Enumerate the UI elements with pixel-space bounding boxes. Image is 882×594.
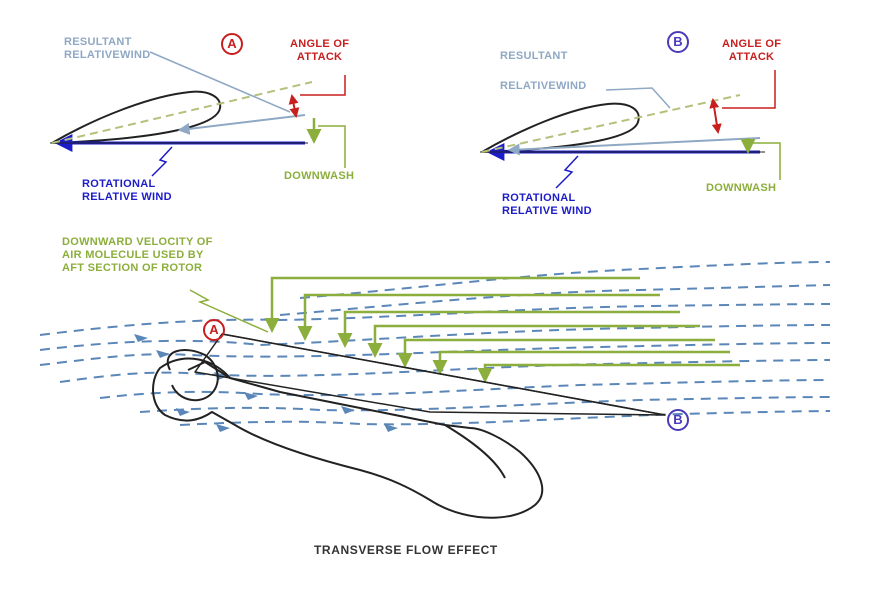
- velocity-arrow: [367, 324, 700, 358]
- velocity-leader: [189, 289, 269, 333]
- marker-a-circle: [221, 33, 243, 55]
- velocity-arrows: [264, 276, 740, 383]
- flow-arrowhead: [384, 424, 398, 432]
- helicopter-boom: [187, 361, 231, 379]
- downwash-label-a: DOWNWASH: [284, 170, 355, 182]
- rotational-wind-label-a: ROTATIONAL RELATIVE WIND: [82, 178, 172, 204]
- rotor-and-helicopter: [152, 333, 666, 519]
- downwash-leader-b: [752, 142, 781, 180]
- aoa-label-b-line1: ANGLE OF: [722, 38, 782, 50]
- airflow-line: [39, 303, 831, 336]
- airflow-line: [99, 379, 831, 399]
- aoa-label-a-line1: ANGLE OF: [290, 38, 350, 50]
- velocity-arrow: [397, 338, 715, 368]
- helicopter-tail-rotor: [166, 349, 219, 402]
- aoa-label-a-line2: ATTACK: [296, 51, 343, 63]
- flow-arrowhead: [134, 334, 148, 342]
- helicopter-cabin-line: [444, 424, 506, 479]
- rotor-marker-b: B: [673, 412, 683, 427]
- resultant-wind-arrow-b: [507, 137, 761, 156]
- flow-arrowhead: [176, 408, 190, 416]
- diagram-caption: TRANSVERSE FLOW EFFECT: [314, 543, 498, 557]
- airflow-arrowheads: [134, 334, 398, 432]
- airflow-line: [179, 410, 831, 426]
- aoa-arrow-b: [709, 98, 722, 134]
- chord-extension-b: [481, 94, 741, 153]
- velocity-label-line3: AFT SECTION OF ROTOR: [62, 262, 203, 274]
- marker-b: B: [673, 34, 683, 49]
- resultant-leader-b: [605, 87, 671, 109]
- downwash-label-b: DOWNWASH: [706, 182, 777, 194]
- airfoil-a-group: [50, 51, 346, 177]
- velocity-arrow: [477, 363, 740, 383]
- rotor-marker-a: A: [209, 322, 219, 337]
- airflow-line: [299, 261, 831, 299]
- velocity-label-line2: AIR MOLECULE USED BY: [62, 249, 204, 261]
- velocity-arrow: [432, 350, 730, 375]
- rotational-wind-label-b-line1: ROTATIONAL: [502, 192, 576, 204]
- aoa-label-b: ANGLE OF ATTACK: [722, 38, 781, 64]
- airfoil-b-group: [480, 70, 781, 189]
- airfoil-b: [481, 102, 640, 153]
- resultant-wind-label-a-line1: RESULTANT: [64, 36, 132, 48]
- airflow-line: [139, 396, 831, 413]
- rotational-leader-a: [151, 146, 173, 177]
- aoa-leader-b: [722, 70, 776, 109]
- velocity-arrow: [264, 276, 640, 333]
- resultant-wind-label-a-line2: RELATIVEWIND: [64, 49, 151, 61]
- flow-arrowhead: [216, 424, 230, 432]
- helicopter-fuselage: [152, 357, 544, 519]
- marker-b-circle: [667, 31, 689, 53]
- rotor-blade-edge: [221, 333, 666, 416]
- airfoil-a: [51, 90, 222, 144]
- flow-arrowhead: [244, 392, 258, 400]
- resultant-wind-label-b-line1: RESULTANT: [500, 50, 568, 62]
- aoa-label-a: ANGLE OF ATTACK: [290, 38, 349, 64]
- marker-a: A: [227, 36, 237, 51]
- rotational-wind-label-a-line1: ROTATIONAL: [82, 178, 156, 190]
- airflow-line: [279, 284, 831, 316]
- resultant-leader-a: [149, 51, 291, 113]
- flow-arrowhead: [156, 350, 170, 358]
- aoa-leader-a: [300, 75, 346, 96]
- rotational-wind-label-b-line2: RELATIVE WIND: [502, 205, 592, 217]
- resultant-wind-label-a: RESULTANT RELATIVEWIND: [64, 36, 151, 62]
- airflow-line: [39, 324, 831, 351]
- velocity-arrow: [337, 310, 680, 348]
- velocity-label: DOWNWARD VELOCITY OF AIR MOLECULE USED B…: [62, 236, 213, 275]
- aoa-label-b-line2: ATTACK: [728, 51, 775, 63]
- rotational-wind-label-a-line2: RELATIVE WIND: [82, 191, 172, 203]
- resultant-wind-label-b-line2: RELATIVEWIND: [500, 80, 587, 92]
- resultant-wind-arrow-a: [177, 114, 306, 135]
- downwash-leader-a: [318, 125, 346, 168]
- airflow-lines: [39, 261, 831, 426]
- rotor-marker-a-circle: [203, 319, 225, 341]
- chord-extension-a: [51, 81, 313, 144]
- aoa-arrow-a: [288, 94, 300, 118]
- rotational-wind-label-b: ROTATIONAL RELATIVE WIND: [502, 192, 592, 218]
- airflow-line: [59, 359, 831, 383]
- velocity-arrow: [297, 293, 660, 341]
- rotor-marker-b-circle: [667, 409, 689, 431]
- velocity-label-line1: DOWNWARD VELOCITY OF: [62, 236, 213, 248]
- flow-arrowhead: [341, 406, 355, 414]
- rotational-leader-b: [555, 155, 579, 189]
